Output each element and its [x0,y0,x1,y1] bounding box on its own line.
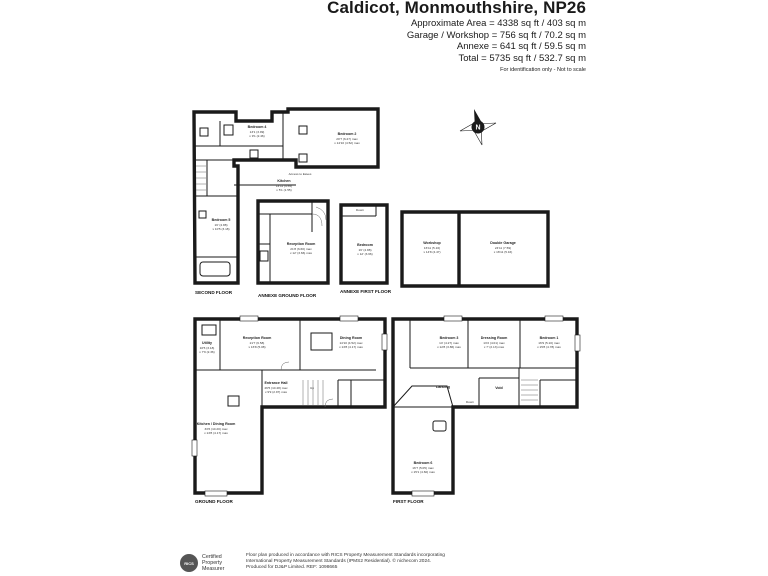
access-eaves-label: Access to Eaves [289,172,312,176]
velux-icon [249,149,259,159]
room-bedroom5: Bedroom 5 [212,218,231,222]
sink-icon [201,324,217,336]
room-bedroom1: Bedroom 1 [540,336,559,340]
svg-text:x 7'9 (2.36): x 7'9 (2.36) [199,350,214,354]
room-bedroom-annexe: Bedroom [357,243,373,247]
header: Caldicot, Monmouthshire, NP26 Approximat… [327,0,586,73]
rics-badge-text: Certified Property Measurer [202,554,225,572]
svg-text:x 16'11 (5.16): x 16'11 (5.16) [494,250,513,254]
velux-icon [199,127,209,137]
svg-text:x 14'8 (4.47): x 14'8 (4.47) [423,250,440,254]
svg-text:14'10 (4.52) max: 14'10 (4.52) max [339,341,363,345]
room-dressing: Dressing Room [481,336,508,340]
room-landing: Landing [436,385,450,389]
bath-icon [432,420,447,432]
svg-text:13'1 (3.99): 13'1 (3.99) [250,130,265,134]
label-ground-floor: GROUND FLOOR [195,499,233,504]
room-bedroom6: Bedroom 6 [414,461,433,465]
svg-text:x 12'8 (3.86) max: x 12'8 (3.86) max [437,345,461,349]
label-annexe-first: ANNEXE FIRST FLOOR [340,289,392,294]
svg-text:20'7 (6.27) max: 20'7 (6.27) max [336,137,358,141]
svg-text:x 12' (3.66): x 12' (3.66) [357,252,372,256]
svg-text:26'5 (10.48) max: 26'5 (10.48) max [264,386,288,390]
svg-text:x 16'8 (5.08): x 16'8 (5.08) [248,345,265,349]
velux-icon [198,210,207,219]
room-kitchen-dining: Kitchen / Dining Room [197,422,236,426]
svg-text:21'8 (6.60) max: 21'8 (6.60) max [290,247,312,251]
svg-text:x 12' (3.66) max: x 12' (3.66) max [290,251,313,255]
svg-text:x 15'1 (4.60) max: x 15'1 (4.60) max [411,470,435,474]
svg-text:x 9'9 (2.97) max: x 9'9 (2.97) max [265,390,288,394]
room-dining: Dining Room [340,336,362,340]
room-reception-annexe: Reception Room [287,242,316,246]
label-first-floor: FIRST FLOOR [393,499,424,504]
svg-text:16'7 (5.05) max: 16'7 (5.05) max [412,466,434,470]
svg-text:x 14'10 (4.52) max: x 14'10 (4.52) max [334,141,360,145]
compass-letter: N [475,125,480,132]
svg-text:14' (4.27) max: 14' (4.27) max [439,341,459,345]
property-title: Caldicot, Monmouthshire, NP26 [327,0,586,17]
room-bedroom4: Bedroom 4 [248,125,267,129]
svg-text:x 5'1 (1.55): x 5'1 (1.55) [276,188,291,192]
svg-text:x 9'1 (2.46): x 9'1 (2.46) [249,134,264,138]
first-floor-stairs [521,379,538,401]
island-icon [227,395,240,407]
svg-text:x 10'5 (3.18): x 10'5 (3.18) [212,227,229,231]
label-second-floor: SECOND FLOOR [195,290,233,295]
svg-text:10'5 (3.18): 10'5 (3.18) [200,346,215,350]
bath-icon [199,261,231,277]
svg-text:16' (4.88): 16' (4.88) [215,223,228,227]
area-total: Total = 5735 sq ft / 532.7 sq m [458,52,586,64]
compass-icon: N [459,109,497,146]
first-floor-plan: Bedroom 3 14' (4.27) max x 12'8 (3.86) m… [391,315,581,504]
annexe-down-label: Down [356,208,364,212]
svg-text:21'7 (6.58): 21'7 (6.58) [250,341,265,345]
svg-text:14'11 (4.55): 14'11 (4.55) [276,184,292,188]
rics-badge: RICS Certified Property Measurer [180,554,224,572]
svg-text:16'11 (5.16): 16'11 (5.16) [424,246,440,250]
annexe-first-floor-plan: Down Bedroom 16' (4.88) x 12' (3.66) ANN… [339,203,392,294]
garage-workshop-plan: Workshop 16'11 (5.16) x 14'8 (4.47) Doub… [400,210,550,288]
svg-text:16' (4.88): 16' (4.88) [359,248,372,252]
label-annexe-ground: ANNEXE GROUND FLOOR [258,293,317,298]
second-floor-stairs [196,165,206,191]
wc-icon [223,124,234,136]
wc-icon [259,250,269,262]
area-garage: Garage / Workshop = 756 sq ft / 70.2 sq … [406,29,586,41]
velux-icon [298,153,308,163]
room-bedroom2: Bedroom 2 [338,132,357,136]
first-down-label: Down [466,400,474,404]
rics-logo: RICS [180,554,198,572]
svg-text:33'6 (10.20) max: 33'6 (10.20) max [204,427,228,431]
annexe-ground-floor-plan: Kitchen 14'11 (4.55) x 5'1 (1.55) Recept… [256,179,330,298]
room-double-garage: Double Garage [490,241,516,245]
ground-floor-plan: Up Utility 10'5 (3.18) x 7'9 (2.36) Rece… [191,315,388,504]
room-kitchen-annexe: Kitchen [277,179,290,183]
room-void: Void [495,386,503,390]
footer-note: Floor plan produced in accordance with R… [246,553,445,570]
room-utility: Utility [202,341,212,345]
svg-text:x 13'8 (4.17) max: x 13'8 (4.17) max [204,431,228,435]
svg-text:x 15'8 (4.78) max: x 15'8 (4.78) max [537,345,561,349]
svg-text:x 7' (2.13) max: x 7' (2.13) max [484,345,505,349]
room-workshop: Workshop [423,241,441,245]
svg-text:13'2 (4.01) max: 13'2 (4.01) max [483,341,505,345]
svg-text:24'11 (7.59): 24'11 (7.59) [495,246,511,250]
svg-text:x 13'8 (4.17) max: x 13'8 (4.17) max [339,345,363,349]
ground-up-label: Up [310,386,314,390]
velux-icon [298,125,308,135]
area-approximate: Approximate Area = 4338 sq ft / 403 sq m [410,18,586,29]
room-bedroom3: Bedroom 3 [440,336,459,340]
identification-note: For identification only - Not to scale [500,67,586,74]
room-entrance-hall: Entrance Hall [265,381,288,385]
dining-table-icon [310,332,333,351]
area-annexe: Annexe = 641 sq ft / 59.5 sq m [456,41,586,53]
room-reception-main: Reception Room [243,336,272,340]
ground-floor-stairs [302,380,324,405]
second-floor-plan: Bedroom 4 13'1 (3.99) x 9'1 (2.46) Bedro… [192,107,380,295]
svg-text:16'9 (5.10) max: 16'9 (5.10) max [538,341,560,345]
